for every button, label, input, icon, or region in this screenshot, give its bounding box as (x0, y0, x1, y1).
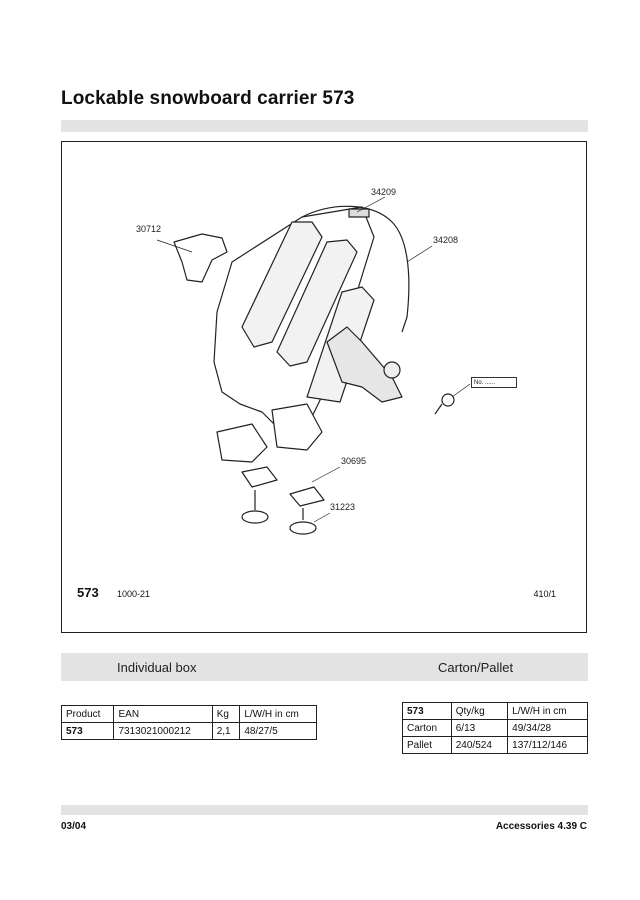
carton-pallet-heading: Carton/Pallet (438, 660, 514, 675)
page-reference: 410/1 (533, 589, 556, 599)
footer-date: 03/04 (61, 821, 87, 832)
header-product: Product (60, 705, 115, 723)
key-number-tag: No. ...... (471, 377, 517, 388)
cell-ean: 7313021000212 (113, 722, 213, 740)
knob-31223-right (289, 508, 317, 535)
mount-bracket-left (216, 423, 268, 463)
carrier-arm-middle (276, 239, 358, 367)
key-icon (434, 393, 455, 415)
strap-buckle (348, 208, 370, 218)
footer-band (61, 805, 588, 815)
header-ean: EAN (113, 705, 213, 723)
cell-product: 573 (60, 722, 115, 740)
cell-dimensions: 48/27/5 (239, 722, 317, 740)
exploded-drawing: 34209 30712 34208 30695 31223 No. ......… (61, 141, 587, 633)
cell-qty-kg: 6/13 (450, 719, 509, 737)
cell-qty-kg: 240/524 (450, 736, 509, 754)
cell-unit: Carton (402, 719, 452, 737)
strap (301, 205, 410, 333)
part-label-34208: 34208 (433, 235, 459, 245)
carrier-arm-left (241, 221, 323, 348)
part-label-31223: 31223 (330, 502, 356, 512)
knob-31223-left (241, 490, 269, 524)
pad-30695-left (241, 466, 278, 488)
part-label-34209: 34209 (371, 187, 397, 197)
individual-box-table: Product EAN Kg L/W/H in cm 573 731302100… (60, 705, 317, 740)
part-label-30712: 30712 (136, 224, 162, 234)
packaging-header-band (61, 653, 588, 681)
model-number: 573 (77, 585, 99, 600)
header-dimensions: L/W/H in cm (507, 702, 588, 720)
carton-pallet-table: 573 Qty/kg L/W/H in cm Carton 6/13 49/34… (402, 702, 588, 754)
header-qty-kg: Qty/kg (450, 702, 509, 720)
table-row: Carton 6/13 49/34/28 (402, 719, 588, 737)
leader-lines (156, 196, 471, 523)
header-band (61, 120, 588, 132)
cell-kg: 2,1 (211, 722, 241, 740)
lock-arm (326, 326, 403, 403)
drawing-number: 1000-21 (117, 589, 151, 599)
mount-bracket-right (271, 403, 323, 451)
table-row: Pallet 240/524 137/112/146 (402, 736, 588, 754)
cell-unit: Pallet (402, 736, 452, 754)
header-dimensions: L/W/H in cm (239, 705, 317, 723)
header-kg: Kg (211, 705, 241, 723)
table-row: 573 7313021000212 2,1 48/27/5 (60, 722, 317, 740)
carrier-illustration (156, 196, 471, 535)
table-header-row: Product EAN Kg L/W/H in cm (60, 705, 317, 723)
page-title: Lockable snowboard carrier 573 (61, 88, 355, 109)
header-model: 573 (402, 702, 452, 720)
pad-30695-right (289, 486, 325, 507)
part-label-30695: 30695 (341, 456, 367, 466)
cell-dimensions: 137/112/146 (507, 736, 588, 754)
table-header-row: 573 Qty/kg L/W/H in cm (402, 702, 588, 720)
lock-knob (383, 361, 401, 379)
cell-dimensions: 49/34/28 (507, 719, 588, 737)
individual-box-heading: Individual box (117, 660, 197, 675)
clamp-30712 (173, 233, 228, 283)
footer-section: Accessories 4.39 C (495, 821, 587, 832)
